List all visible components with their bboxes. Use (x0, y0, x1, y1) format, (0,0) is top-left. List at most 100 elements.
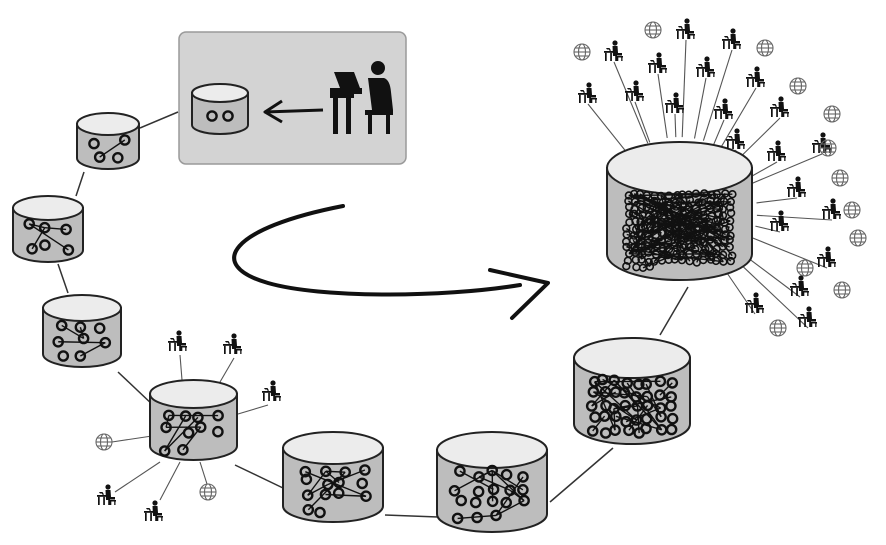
user-at-computer-icon (714, 98, 733, 119)
graph-node (517, 483, 529, 496)
graph-node (473, 471, 485, 483)
graph-edge (495, 476, 524, 516)
graph-node (622, 242, 631, 252)
user-at-computer-icon (262, 380, 281, 401)
graph-node (486, 464, 499, 477)
globe-icon (644, 21, 662, 39)
graph-node (641, 399, 654, 412)
curved-arrow-head (488, 268, 550, 320)
graph-node (38, 221, 51, 234)
graph-node (301, 489, 314, 502)
database-cylinder-icon (573, 337, 691, 445)
user-at-computer-icon (676, 18, 695, 39)
graph-node (622, 262, 631, 271)
globe-icon (756, 39, 774, 57)
graph-node (644, 248, 653, 257)
graph-node (472, 485, 485, 498)
graph-node (182, 427, 195, 439)
graph-node (451, 512, 464, 525)
graph-edge (164, 415, 187, 452)
user-at-computer-icon (97, 484, 116, 505)
user-link (751, 237, 828, 269)
graph-node (630, 414, 643, 426)
graph-node (62, 244, 75, 256)
graph-node (455, 494, 468, 507)
user-at-computer-icon (144, 500, 163, 521)
curved-arrow-icon (232, 204, 522, 297)
graph-node (598, 410, 611, 422)
globe-link (199, 461, 208, 485)
graph-node (726, 208, 736, 218)
graph-node (690, 244, 700, 254)
graph-node (93, 322, 106, 335)
user-at-computer-icon (822, 198, 841, 219)
graph-node (720, 224, 730, 234)
graph-node (206, 110, 218, 122)
user-link (742, 253, 801, 298)
graph-node (663, 250, 672, 260)
graph-node (500, 496, 513, 509)
graph-node (39, 239, 51, 251)
graph-node (55, 319, 68, 332)
user-at-computer-icon (798, 306, 817, 327)
graph-node (177, 443, 189, 456)
user-at-computer-icon (787, 176, 806, 197)
graph-node (52, 335, 65, 348)
graph-node (693, 236, 703, 246)
user-link (713, 119, 725, 145)
cylinder-top (573, 337, 691, 379)
graph-node (655, 410, 667, 423)
graph-node (608, 374, 621, 387)
cylinder-top (191, 83, 249, 103)
graph-node (23, 218, 36, 230)
database-cylinder-icon (12, 195, 84, 263)
graph-node (664, 211, 674, 220)
databases (12, 83, 753, 533)
graph-node (664, 236, 673, 245)
connection-lines (57, 111, 689, 518)
graph-node (448, 484, 461, 497)
user-link (748, 161, 778, 179)
graph-edge (325, 493, 367, 497)
connection-line (75, 171, 85, 197)
graph-edge (29, 223, 45, 229)
graph-edge (325, 470, 346, 473)
graph-node (302, 503, 315, 516)
graph-node (642, 202, 651, 212)
graph-node (99, 336, 112, 349)
graph-node (624, 209, 634, 219)
graph-node (629, 231, 639, 240)
graph-node (621, 377, 634, 389)
graph-node (212, 425, 224, 438)
graph-node (623, 256, 633, 265)
globe-icon (796, 259, 814, 277)
graph-node (609, 424, 621, 437)
graph-node (683, 216, 693, 226)
user-link (657, 73, 668, 138)
user-link (756, 197, 798, 204)
graph-node (319, 465, 332, 478)
graph-node (610, 410, 622, 423)
graph-node (471, 511, 483, 524)
graph-edge (478, 469, 493, 478)
graph-node (454, 465, 466, 477)
graph-node (339, 466, 352, 479)
graph-node (726, 197, 735, 207)
graph-node (700, 244, 710, 254)
graph-node (112, 151, 124, 164)
graph-node (356, 477, 369, 490)
graph-node (160, 421, 172, 434)
graph-node (677, 255, 687, 265)
graph-node (707, 190, 717, 200)
graph-node (608, 402, 620, 415)
graph-node (517, 471, 529, 483)
globe-icon (831, 169, 849, 187)
graph-node (586, 425, 599, 437)
user-link (159, 461, 181, 501)
graph-node (699, 229, 708, 239)
graph-node (619, 399, 632, 412)
user-connection-lines (111, 39, 833, 501)
graph-node (469, 496, 482, 509)
cylinder-top (282, 431, 384, 465)
user-link (751, 153, 823, 185)
